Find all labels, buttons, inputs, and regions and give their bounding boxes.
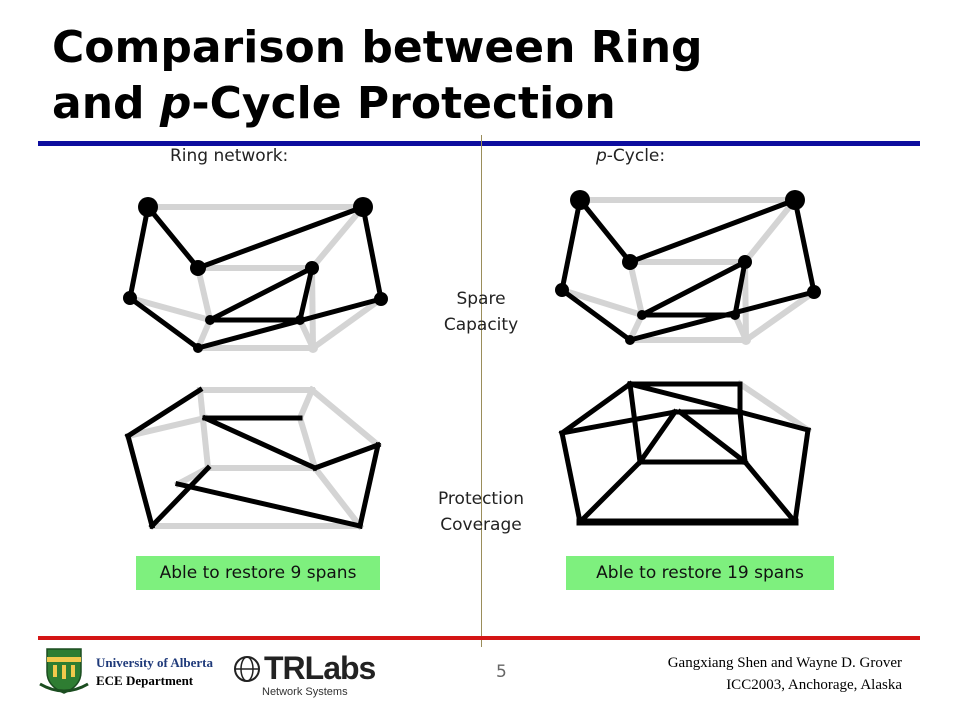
p-cycle-spare-capacity-diagram — [555, 190, 821, 345]
trlabs-wordmark: TRLabs — [264, 650, 376, 686]
trlabs-globe-icon — [234, 656, 260, 682]
department-name: ECE Department — [96, 673, 194, 688]
university-name: University of Alberta — [96, 655, 213, 670]
ring-spare-capacity-diagram — [123, 197, 388, 353]
p-cycle-restore-badge: Able to restore 19 spans — [566, 556, 834, 590]
footer-rule — [38, 636, 920, 640]
university-text: University of Alberta ECE Department — [96, 654, 213, 690]
title-line-1: Comparison between Ring — [52, 22, 703, 73]
title-rule — [38, 141, 920, 146]
slide-title: Comparison between Ring and p-Cycle Prot… — [52, 20, 912, 132]
page-number: 5 — [496, 662, 507, 682]
footer-credits: Gangxiang Shen and Wayne D. Grover ICC20… — [668, 652, 902, 696]
author-line: Gangxiang Shen and Wayne D. Grover — [667, 655, 902, 671]
center-divider — [481, 135, 482, 647]
title-line-2: and p-Cycle Protection — [52, 78, 616, 129]
p-cycle-header: p-Cycle: — [596, 146, 666, 166]
p-cycle-protection-coverage-diagram — [558, 379, 813, 526]
ring-protection-coverage-diagram — [124, 385, 383, 531]
trlabs-subtitle: Network Systems — [262, 686, 348, 698]
ring-network-header: Ring network: — [170, 146, 289, 166]
ring-restore-badge: Able to restore 9 spans — [136, 556, 380, 590]
university-crest-icon — [39, 648, 89, 694]
protection-coverage-label: Protection Coverage — [437, 489, 524, 535]
spare-capacity-label: Spare Capacity — [443, 289, 519, 335]
venue-line: ICC2003, Anchorage, Alaska — [726, 677, 902, 693]
